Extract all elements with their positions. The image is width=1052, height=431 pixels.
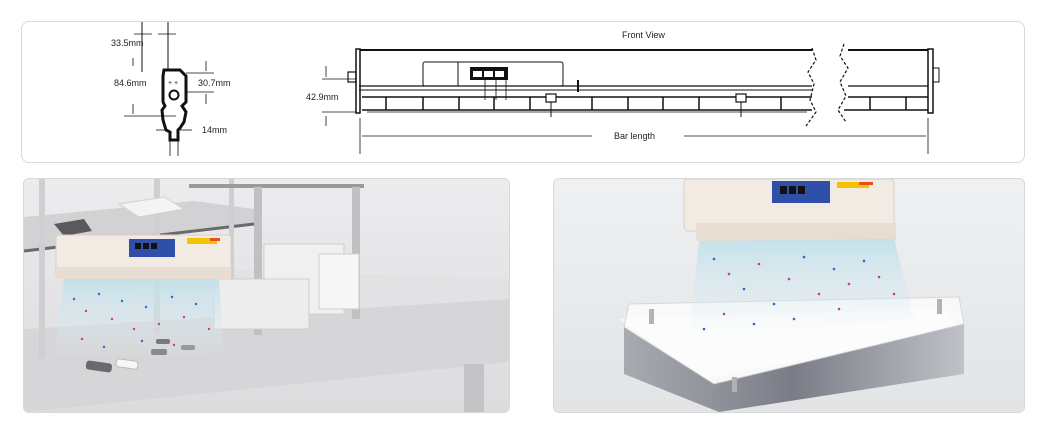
front-height-dimension xyxy=(322,66,356,126)
bar-length-dimension xyxy=(359,118,929,154)
front-view-bar-end xyxy=(844,48,940,114)
glass-plate-ionizer-scene-icon xyxy=(554,179,1024,412)
side-height-upper-label: 30.7mm xyxy=(198,78,231,88)
ion-particles xyxy=(72,292,211,349)
ion-particles xyxy=(702,255,896,331)
front-view-title: Front View xyxy=(622,30,665,40)
bar-length-label: Bar length xyxy=(614,131,655,141)
front-view-bar xyxy=(347,48,812,117)
side-width-top-label: 33.5mm xyxy=(111,38,144,48)
dimension-drawing-panel: + + 33.5mm 84.6mm 30.7mm 14mm Front View xyxy=(21,21,1025,163)
ionizer-bar xyxy=(55,234,232,279)
workbench-ionizer-scene-icon xyxy=(24,179,509,412)
glass-plate-application-photo xyxy=(553,178,1025,413)
dimension-drawing: + + 33.5mm 84.6mm 30.7mm 14mm Front View xyxy=(111,22,940,156)
ionizer-bar xyxy=(683,179,896,241)
side-height-total-label: 84.6mm xyxy=(114,78,147,88)
side-view-profile: + + xyxy=(124,22,214,156)
front-height-label: 42.9mm xyxy=(306,92,339,102)
side-width-bottom-label: 14mm xyxy=(202,125,227,135)
break-line-left xyxy=(805,47,817,127)
svg-text:+ +: + + xyxy=(168,80,178,87)
break-line-right xyxy=(837,43,849,123)
front-view-dividers xyxy=(385,97,782,110)
workbench-application-photo xyxy=(23,178,510,413)
